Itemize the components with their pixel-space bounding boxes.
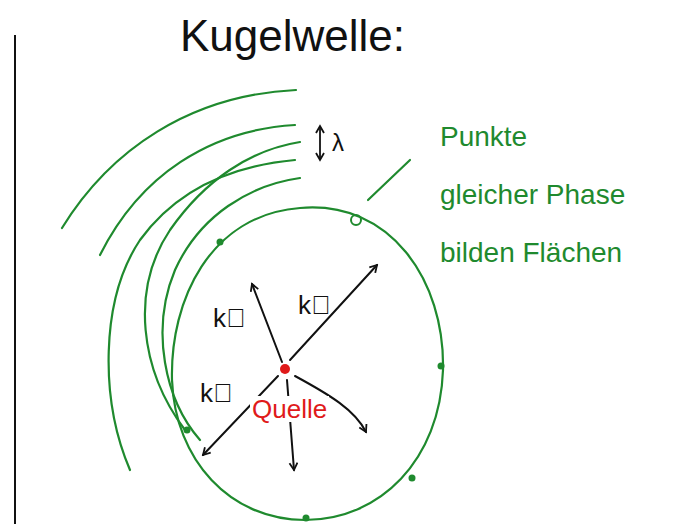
wavelength-label: λ — [332, 131, 344, 155]
k-arrow — [252, 284, 282, 362]
wavefront-circle — [172, 207, 443, 520]
title: Kugelwelle: — [180, 14, 405, 58]
k-label: k⃗ — [298, 292, 331, 318]
k-arrow — [287, 380, 294, 470]
note: Punkte gleicher Phase bilden Flächen — [440, 108, 632, 282]
wavefront-arc — [109, 160, 295, 470]
wavelength-arrow — [319, 126, 321, 160]
leader-line — [368, 160, 410, 200]
k-label: k⃗ — [213, 305, 246, 331]
source-dot — [280, 364, 290, 374]
margin-line — [14, 35, 16, 524]
k-arrow — [290, 265, 377, 360]
wavefront-arc — [62, 90, 296, 228]
k-label: k⃗ — [200, 380, 233, 406]
source-label: Quelle — [250, 396, 329, 422]
wavefront-arc — [145, 142, 300, 430]
wavefront-arc — [100, 125, 295, 255]
